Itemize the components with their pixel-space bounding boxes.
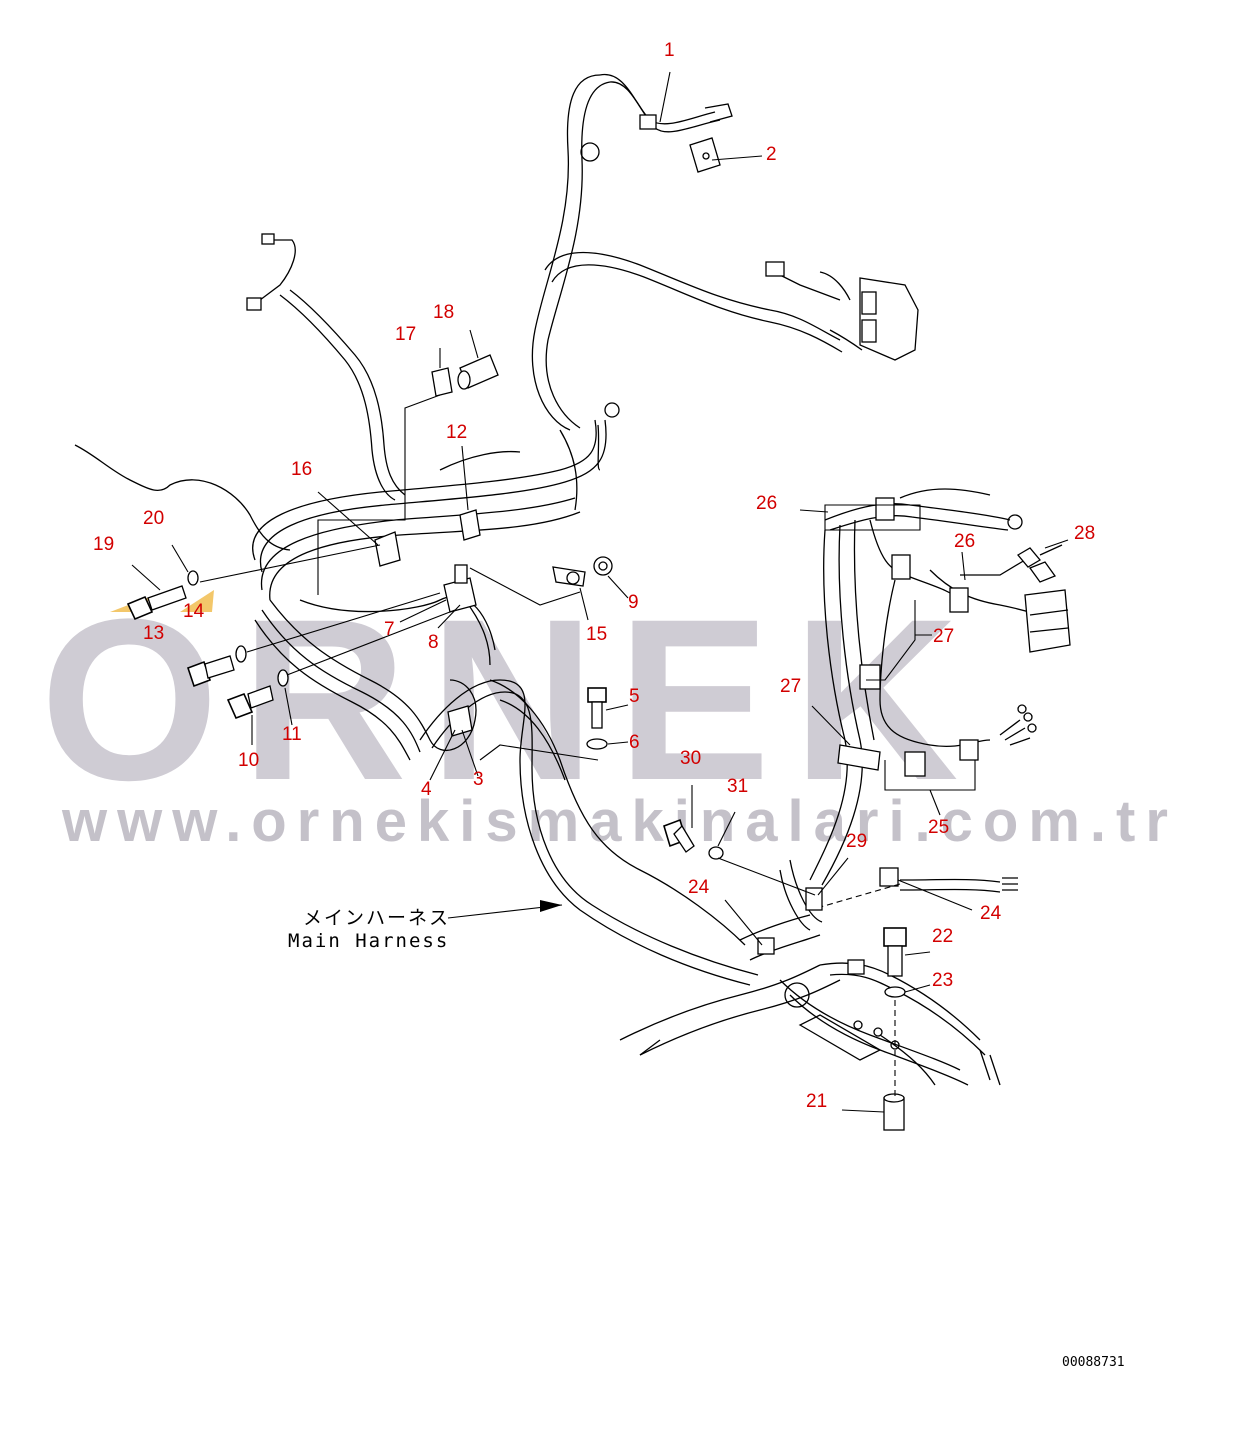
callout-15[interactable]: 15: [586, 624, 608, 645]
leader-lines: [131, 71, 1069, 1113]
callout-10[interactable]: 10: [238, 750, 260, 771]
small-parts: [126, 354, 979, 1131]
drawing-number: 00088731: [1062, 1355, 1125, 1370]
callout-16[interactable]: 16: [291, 459, 313, 480]
callout-1[interactable]: 1: [664, 40, 675, 61]
callout-19[interactable]: 19: [93, 534, 115, 555]
callout-20[interactable]: 20: [143, 508, 165, 529]
callout-7[interactable]: 7: [384, 619, 395, 640]
callout-17[interactable]: 17: [395, 324, 417, 345]
callout-18[interactable]: 18: [433, 302, 455, 323]
callout-24b[interactable]: 24: [980, 903, 1002, 924]
callout-4[interactable]: 4: [421, 779, 432, 800]
callout-2[interactable]: 2: [766, 144, 777, 165]
callout-8[interactable]: 8: [428, 632, 439, 653]
callout-3[interactable]: 3: [473, 769, 484, 790]
callout-21[interactable]: 21: [806, 1091, 828, 1112]
callout-24a[interactable]: 24: [688, 877, 710, 898]
callout-31[interactable]: 31: [727, 776, 749, 797]
callout-26a[interactable]: 26: [756, 493, 778, 514]
callout-12[interactable]: 12: [446, 422, 468, 443]
callout-22[interactable]: 22: [932, 926, 954, 947]
callout-28[interactable]: 28: [1074, 523, 1096, 544]
callout-29[interactable]: 29: [846, 831, 868, 852]
harness-wires-left: [74, 233, 759, 986]
callout-13[interactable]: 13: [143, 623, 165, 644]
callout-23[interactable]: 23: [932, 970, 954, 991]
callout-27a[interactable]: 27: [933, 626, 955, 647]
callout-11[interactable]: 11: [282, 724, 302, 745]
harness-label-japanese: メインハーネス: [303, 907, 451, 929]
arrow-head: [540, 900, 562, 912]
harness-wires-top: [531, 73, 919, 431]
harness-label-english: Main Harness: [288, 930, 450, 952]
highlight-marker: [180, 590, 214, 612]
callout-26b[interactable]: 26: [954, 531, 976, 552]
harness-wires-right: [809, 488, 1071, 911]
callout-25[interactable]: 25: [928, 817, 950, 838]
callout-27b[interactable]: 27: [780, 676, 802, 697]
callout-6[interactable]: 6: [629, 732, 640, 753]
callout-5[interactable]: 5: [629, 686, 640, 707]
callout-30[interactable]: 30: [680, 748, 702, 769]
callout-14[interactable]: 14: [183, 601, 205, 622]
callout-9[interactable]: 9: [628, 592, 639, 613]
